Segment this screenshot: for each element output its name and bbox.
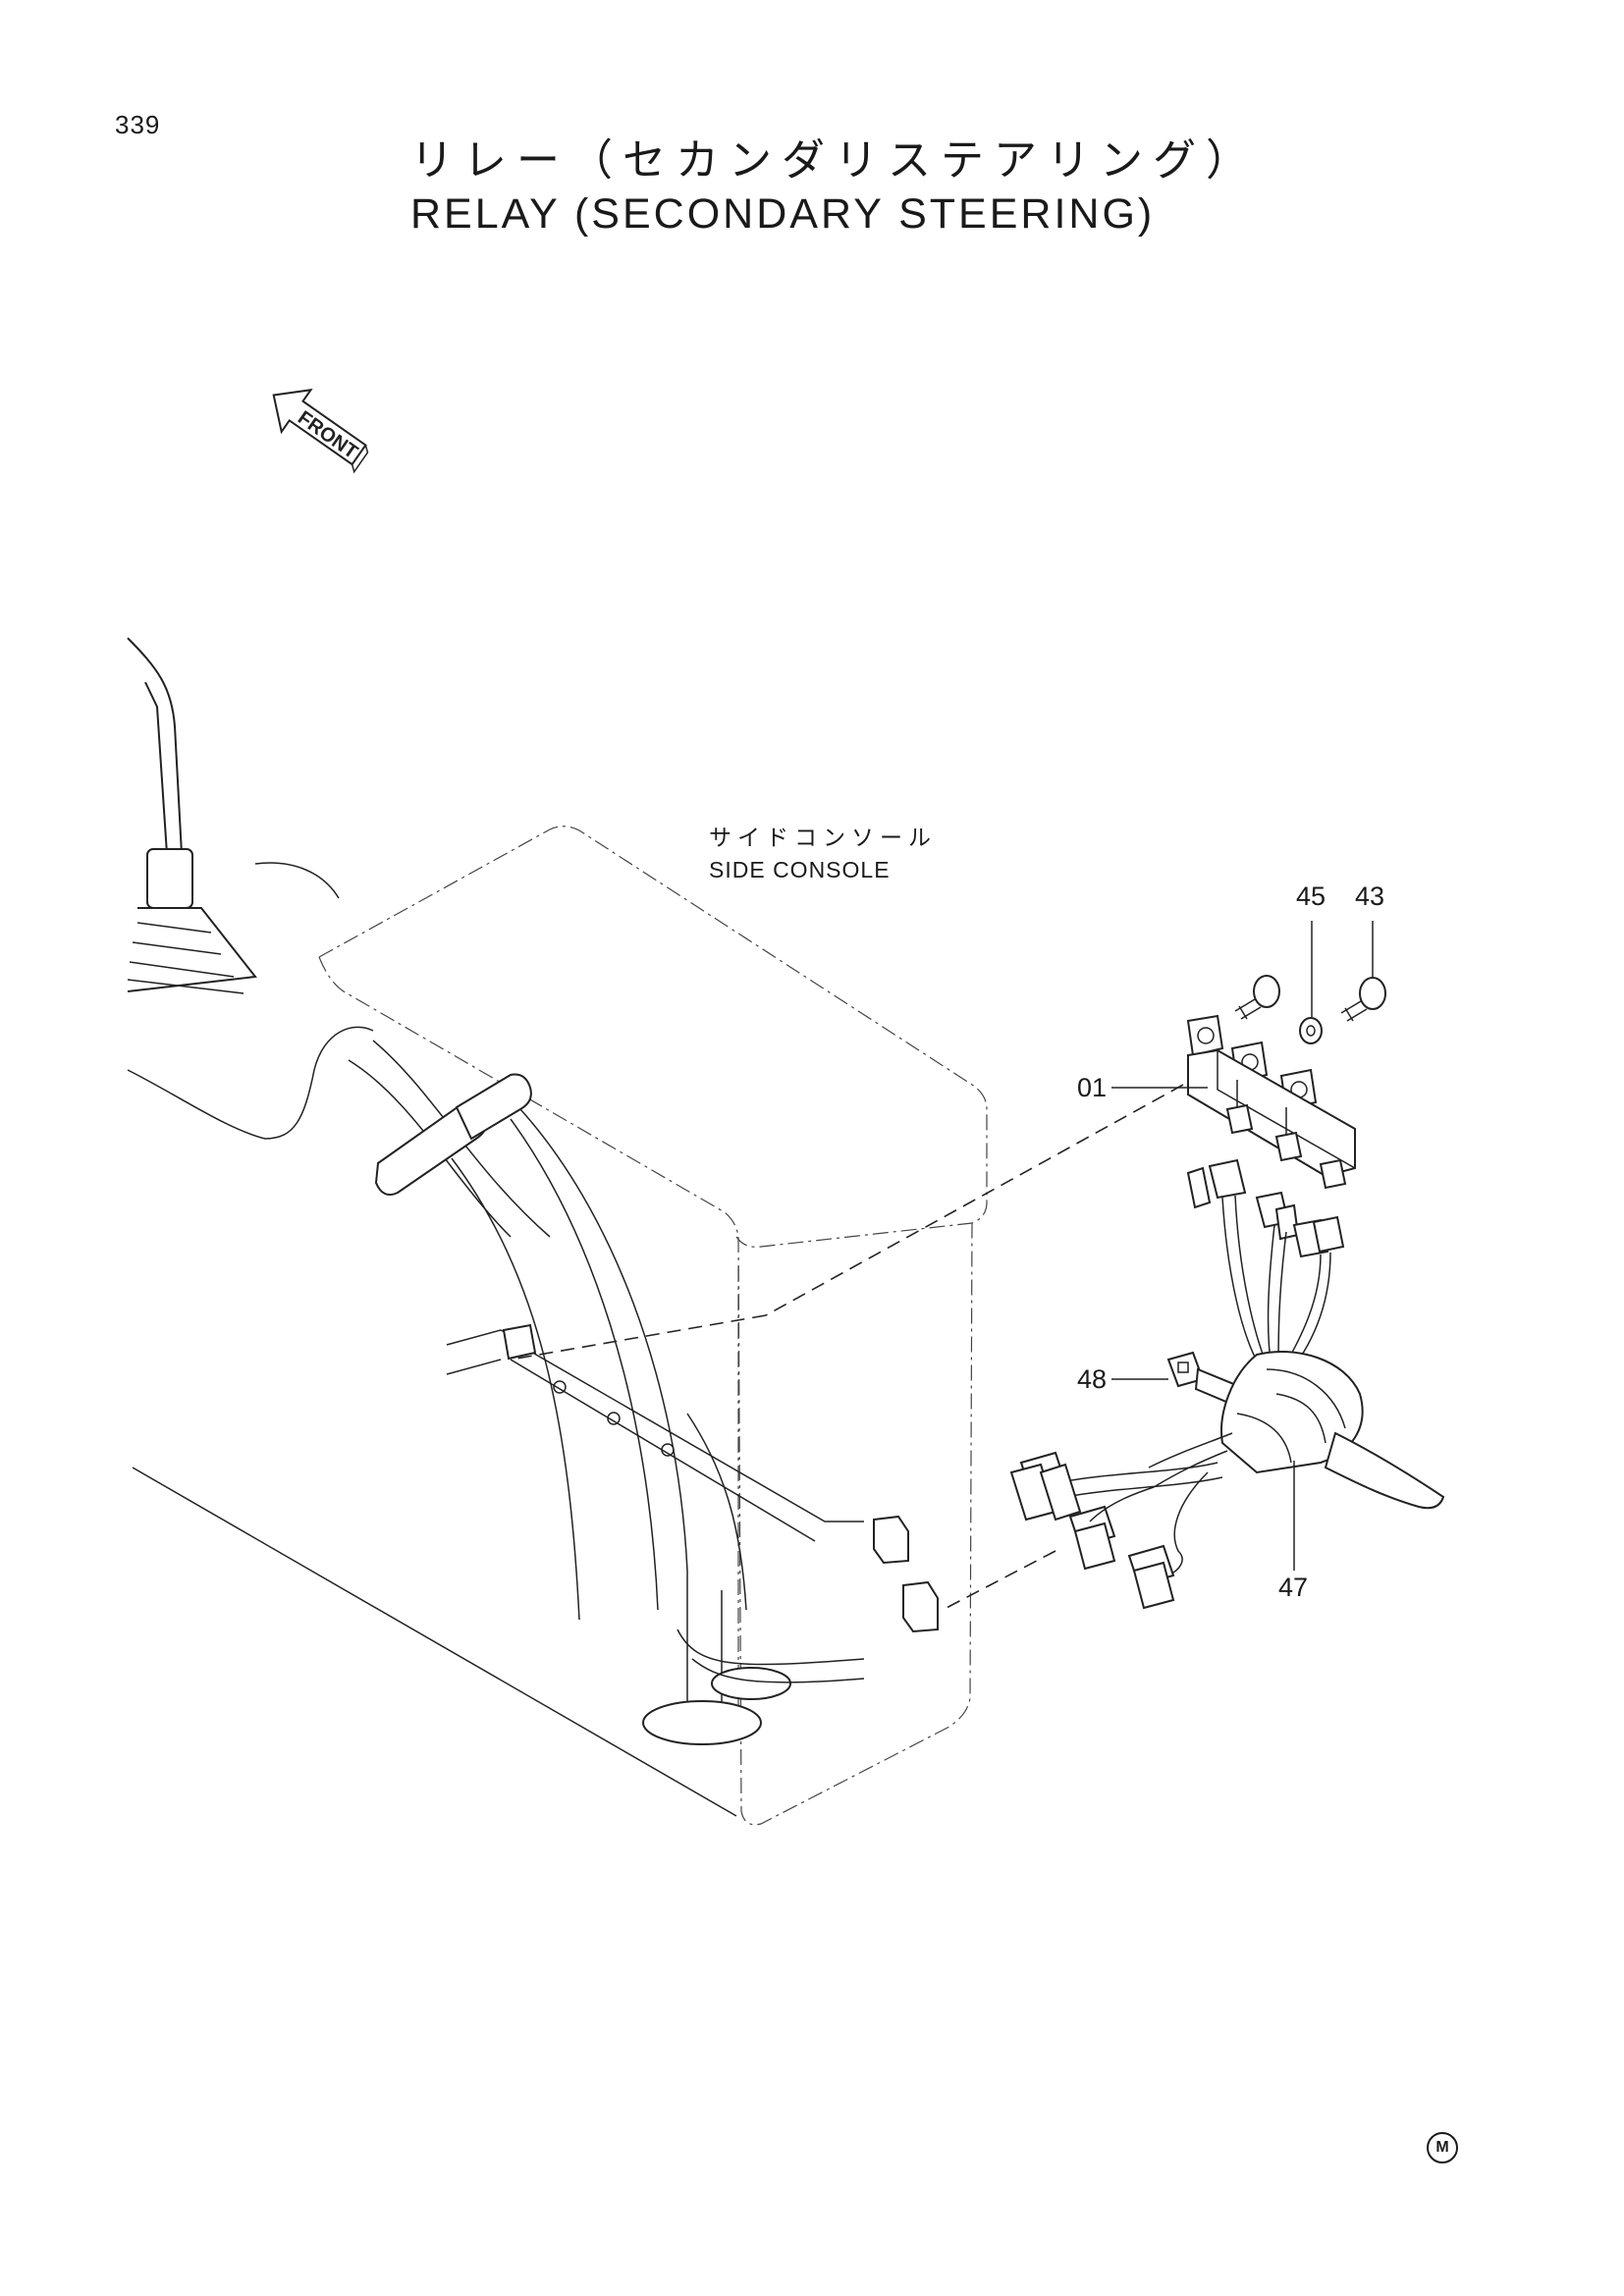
relay-assembly xyxy=(1186,1014,1356,1190)
internal-harness xyxy=(348,1040,939,1745)
washer-45 xyxy=(1299,1017,1323,1044)
callout-45: 45 xyxy=(1296,881,1326,911)
title-english: RELAY (SECONDARY STEERING) xyxy=(410,190,1156,238)
console-base xyxy=(127,862,737,1817)
title-block: リレー（セカンダリステアリング） RELAY (SECONDARY STEERI… xyxy=(410,135,1294,241)
callout-43: 43 xyxy=(1355,881,1385,911)
control-lever xyxy=(127,637,257,994)
front-arrow-icon: FRONT xyxy=(272,388,369,474)
title-japanese: リレー（セカンダリステアリング） xyxy=(410,135,1259,186)
side-console-label: サイドコンソール SIDE CONSOLE xyxy=(709,823,937,885)
page-number: 339 xyxy=(115,110,161,139)
callout-01: 01 xyxy=(1077,1073,1108,1102)
callout-48: 48 xyxy=(1077,1364,1108,1394)
side-console-label-jp: サイドコンソール xyxy=(709,826,937,851)
harness-bundle xyxy=(1059,1351,1445,1576)
screw-43 xyxy=(1340,977,1386,1022)
callout-47: 47 xyxy=(1278,1573,1309,1602)
maker-mark-icon: M xyxy=(1427,2132,1458,2163)
callout-leaders xyxy=(1111,921,1374,1571)
relay-connectors xyxy=(1186,1158,1345,1375)
harness-connectors xyxy=(1009,1451,1175,1610)
side-console-box xyxy=(318,826,988,1826)
side-console-label-en: SIDE CONSOLE xyxy=(709,857,891,882)
screw-left xyxy=(1234,975,1280,1020)
installation-lines xyxy=(510,1084,1184,1611)
